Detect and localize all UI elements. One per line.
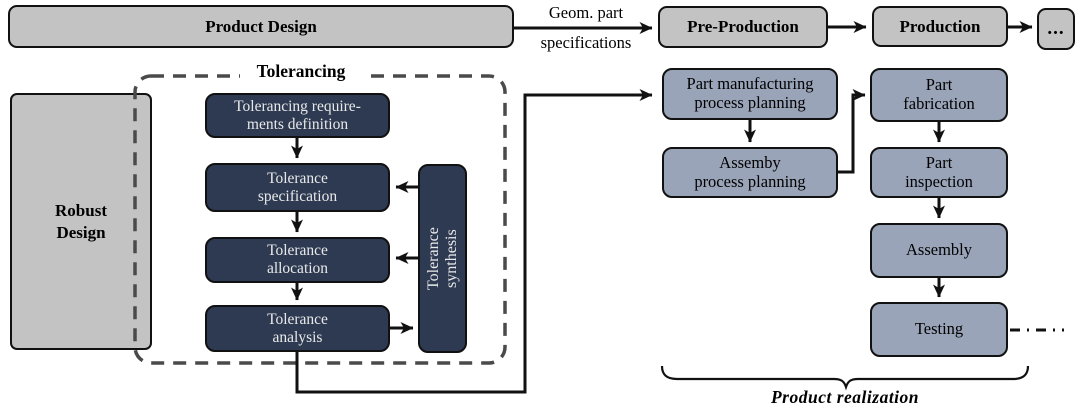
tolerance-allocation-label-line1: Tolerance: [267, 242, 328, 260]
product-design-label: Product Design: [205, 16, 317, 36]
more-stages-box: ...: [1037, 8, 1075, 50]
tolerance-analysis-box: Tolerance analysis: [205, 305, 390, 352]
part-manufacturing-planning-label-line2: process planning: [694, 93, 806, 112]
tolerance-specification-label-line1: Tolerance: [267, 169, 328, 187]
tolerance-allocation-box: Tolerance allocation: [205, 237, 390, 283]
part-manufacturing-planning-box: Part manufacturing process planning: [662, 68, 838, 120]
tolerance-synthesis-box: Tolerance synthesis: [418, 164, 467, 353]
tolerance-synthesis-label-line2: synthesis: [442, 229, 460, 288]
tolerancing-requirements-label-line1: Tolerancing require-: [234, 97, 361, 115]
assembly-process-planning-label-line2: process planning: [694, 171, 806, 191]
tolerancing-requirements-box: Tolerancing require- ments definition: [205, 93, 390, 138]
product-design-box: Product Design: [8, 5, 514, 48]
assembly-label: Assembly: [906, 240, 972, 260]
testing-box: Testing: [870, 302, 1008, 357]
pre-production-box: Pre-Production: [658, 6, 828, 48]
part-fabrication-label-line1: Part: [925, 75, 953, 95]
part-inspection-label-line2: inspection: [905, 171, 973, 191]
geom-specs-label-line1: Geom. part: [548, 3, 624, 22]
production-label: Production: [899, 16, 981, 36]
part-inspection-box: Part inspection: [870, 147, 1008, 198]
product-realization-brace: [660, 365, 1030, 391]
tolerance-specification-label-line2: specification: [257, 187, 338, 205]
part-manufacturing-planning-label-line1: Part manufacturing: [686, 74, 814, 94]
robust-design-box: Robust Design: [10, 93, 152, 350]
tolerance-specification-box: Tolerance specification: [205, 163, 390, 212]
tolerancing-requirements-label-line2: ments definition: [246, 115, 349, 133]
assembly-box: Assembly: [870, 223, 1008, 278]
geom-specs-label-line2: specifications: [540, 33, 632, 52]
robust-design-label-line1: Robust: [55, 201, 107, 221]
assembly-process-planning-box: Assemby process planning: [662, 147, 838, 198]
part-fabrication-label-line2: fabrication: [903, 94, 975, 113]
tolerance-analysis-label-line1: Tolerance: [267, 310, 328, 328]
more-stages-label: ...: [1047, 18, 1065, 39]
connector-assembly-planning-to-fabrication: [838, 89, 866, 174]
tolerance-analysis-label-line2: analysis: [272, 328, 323, 346]
product-realization-label: Product realization: [770, 387, 920, 407]
robust-design-label-line2: Design: [56, 222, 106, 242]
pre-production-label: Pre-Production: [687, 17, 799, 36]
tolerance-synthesis-label: Tolerance synthesis: [425, 227, 460, 290]
tolerance-allocation-label-line2: allocation: [266, 260, 329, 277]
assembly-process-planning-label-line1: Assemby: [719, 152, 781, 172]
testing-label: Testing: [914, 319, 964, 339]
tolerance-synthesis-label-line1: Tolerance: [424, 227, 442, 290]
production-box: Production: [872, 6, 1008, 47]
part-fabrication-box: Part fabrication: [870, 68, 1008, 122]
tolerancing-group-label: Tolerancing: [240, 61, 362, 87]
part-inspection-label-line1: Part: [925, 152, 953, 172]
